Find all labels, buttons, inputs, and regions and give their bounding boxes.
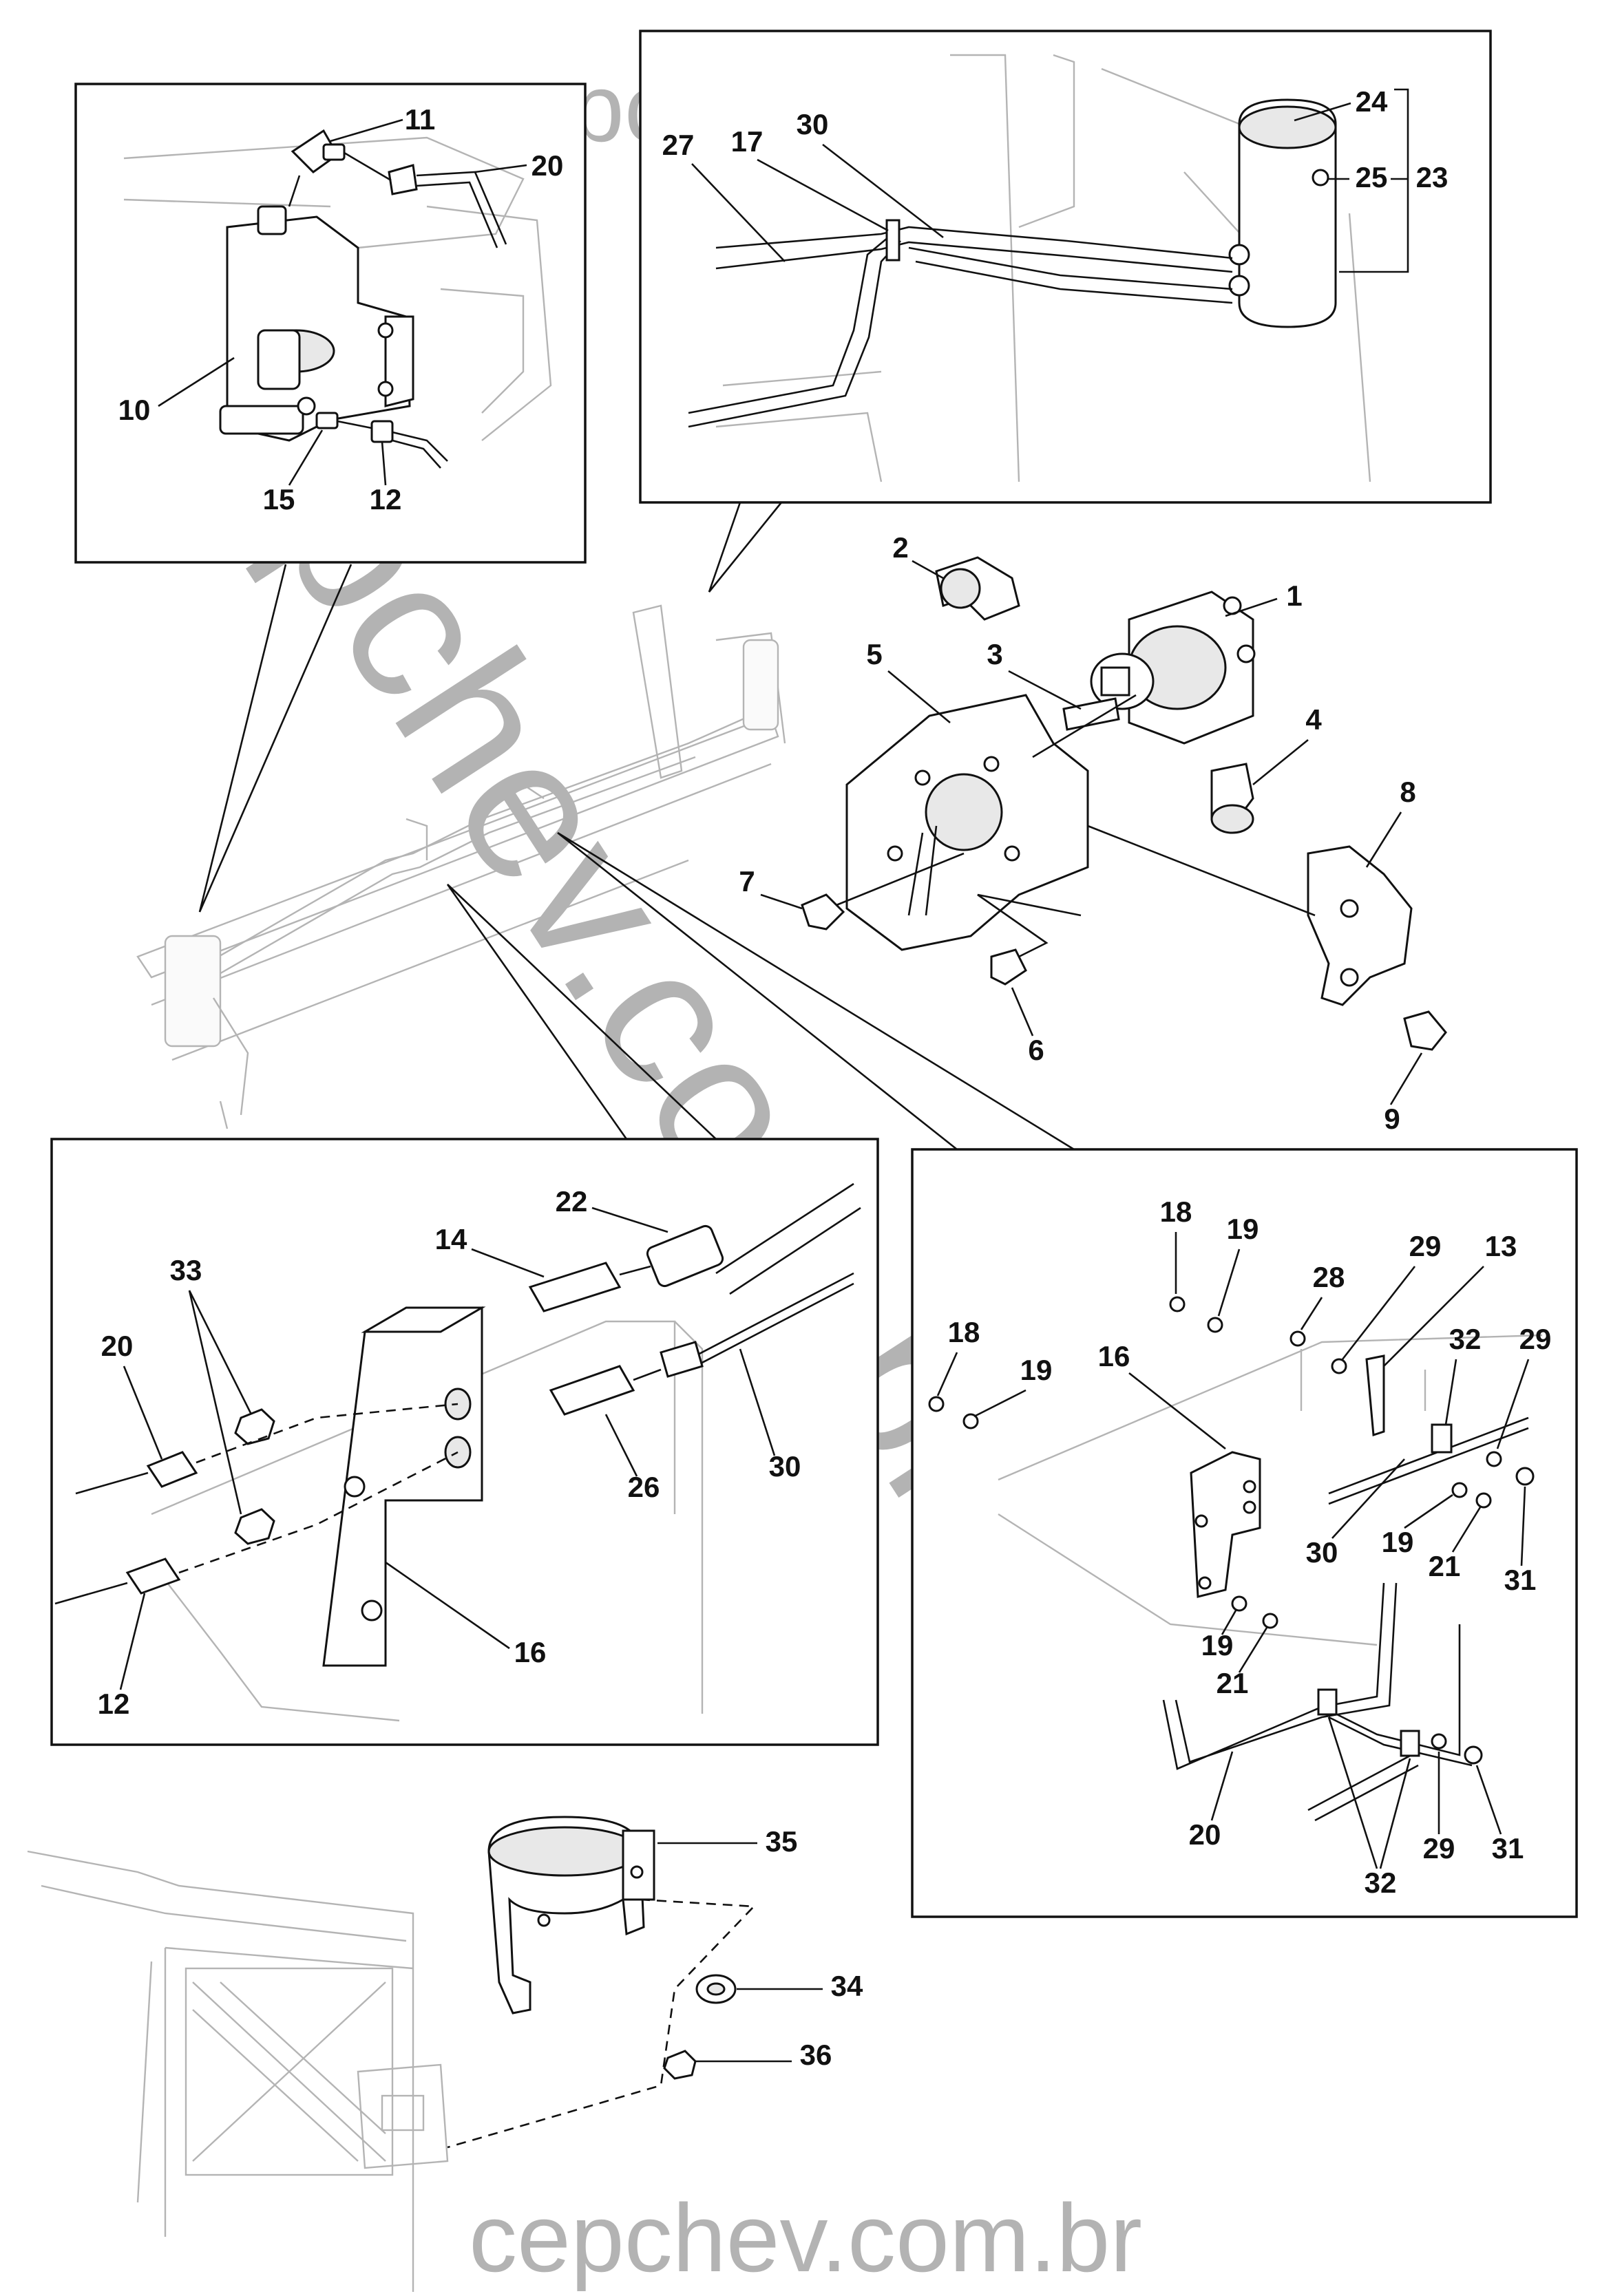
washer-19-lower: [1231, 1595, 1247, 1612]
clip-13: [1365, 1354, 1385, 1437]
washer-19-mid: [1451, 1482, 1468, 1498]
callout-28: 28: [1313, 1261, 1345, 1293]
callout-17: 17: [731, 125, 764, 158]
bolt-28: [1289, 1330, 1306, 1347]
callout-18: 18: [1160, 1195, 1192, 1228]
callout-22: 22: [556, 1185, 588, 1218]
callout-19c: 19: [1382, 1526, 1414, 1558]
nut-33-lower: [234, 1508, 275, 1545]
hose-22: [715, 1182, 861, 1295]
chassis-background: [136, 604, 786, 1129]
washer-29-right: [1486, 1451, 1502, 1467]
callout-24: 24: [1356, 85, 1388, 118]
callout-29b: 29: [1519, 1323, 1552, 1355]
callout-11: 11: [405, 103, 435, 136]
callout-35: 35: [766, 1825, 798, 1858]
callout-5: 5: [866, 638, 882, 670]
nut-31-lower: [1464, 1745, 1483, 1765]
callout-18b: 18: [948, 1316, 980, 1348]
callout-34: 34: [831, 1970, 863, 2002]
callout-20c: 20: [1189, 1818, 1221, 1851]
washer-29-lower: [1431, 1733, 1447, 1750]
callout-30c: 30: [1306, 1536, 1338, 1569]
callout-6: 6: [1028, 1034, 1044, 1066]
fitting-20: [146, 1451, 198, 1488]
callout-10: 10: [118, 394, 151, 426]
callout-23: 23: [1416, 161, 1449, 193]
inset-line-clips: 18 19 28 29 13 32 29 18 19 16 30 19 21 3…: [911, 1148, 1578, 1918]
callout-31: 31: [1504, 1564, 1537, 1596]
washer-19-upper: [1207, 1317, 1223, 1333]
callout-8: 8: [1400, 776, 1415, 808]
callout-32: 32: [1449, 1323, 1482, 1355]
callout-12b: 12: [98, 1688, 130, 1720]
nut-21-lower: [1262, 1613, 1278, 1629]
callout-16: 16: [514, 1636, 547, 1668]
callout-19d: 19: [1201, 1629, 1234, 1661]
callout-9: 9: [1384, 1103, 1400, 1135]
callout-21b: 21: [1217, 1667, 1249, 1699]
hose-clamp-17: [885, 219, 901, 262]
clip-32-right: [1400, 1730, 1420, 1757]
fitting-14: [528, 1262, 622, 1312]
nut-36: [663, 2050, 697, 2080]
inset-leaders: [198, 502, 1075, 1151]
callout-33: 33: [170, 1254, 202, 1286]
bolt-18-lower: [928, 1396, 945, 1412]
callout-26: 26: [628, 1471, 660, 1503]
fitting-26: [549, 1365, 635, 1416]
callout-19: 19: [1227, 1213, 1259, 1245]
callout-12: 12: [370, 483, 402, 515]
callout-20: 20: [531, 149, 564, 182]
fitting-12: [125, 1558, 181, 1595]
inset-reservoir: 24 25 23 27 17 30: [639, 30, 1492, 504]
bolt-7: [801, 893, 845, 931]
nut-33-upper: [234, 1408, 275, 1445]
callout-14: 14: [435, 1223, 467, 1255]
callout-30: 30: [797, 108, 829, 140]
callout-32b: 32: [1365, 1867, 1397, 1899]
reservoir-strap-area: 35 34 36: [27, 1816, 863, 2292]
nut-31-upper: [1515, 1467, 1535, 1486]
hose-fitting-15: [315, 412, 339, 429]
callout-13: 13: [1485, 1230, 1517, 1262]
line-bracket-16b: [1190, 1451, 1261, 1598]
callout-29: 29: [1409, 1230, 1442, 1262]
bolt-9: [1403, 1010, 1447, 1051]
inset-line-bracket: 22 14 33 20 26 30 16 12: [50, 1138, 879, 1746]
clip-32-left: [1317, 1688, 1338, 1716]
pump-assembly: 1 2 3 4 5 6 7 8 9: [739, 531, 1447, 1135]
callout-15: 15: [263, 483, 295, 515]
callout-21: 21: [1429, 1550, 1461, 1582]
callout-36: 36: [800, 2039, 832, 2071]
callout-27: 27: [662, 129, 695, 161]
washer-29-upper: [1331, 1358, 1347, 1374]
callout-25: 25: [1356, 161, 1388, 193]
washer-19-left: [962, 1413, 979, 1429]
callout-31b: 31: [1492, 1832, 1524, 1864]
callout-4: 4: [1305, 703, 1322, 736]
callout-29c: 29: [1423, 1832, 1455, 1864]
watermark-bottom: cepchev.com.br: [469, 2184, 1142, 2292]
callout-2: 2: [892, 531, 908, 564]
mounting-bracket-8: [1307, 845, 1413, 1006]
fluid-reservoir: [1238, 98, 1337, 328]
nut-21-upper: [1475, 1492, 1492, 1509]
callout-7: 7: [739, 865, 755, 897]
bolt-18-upper: [1169, 1296, 1186, 1312]
callout-1: 1: [1286, 580, 1302, 612]
callout-20b: 20: [101, 1330, 134, 1362]
callout-19b: 19: [1020, 1354, 1053, 1386]
callout-16b: 16: [1098, 1340, 1130, 1372]
inset-steering-box: 11 20 10 15 12: [74, 83, 587, 564]
bolt-6: [990, 948, 1027, 986]
callout-3: 3: [987, 638, 1002, 670]
